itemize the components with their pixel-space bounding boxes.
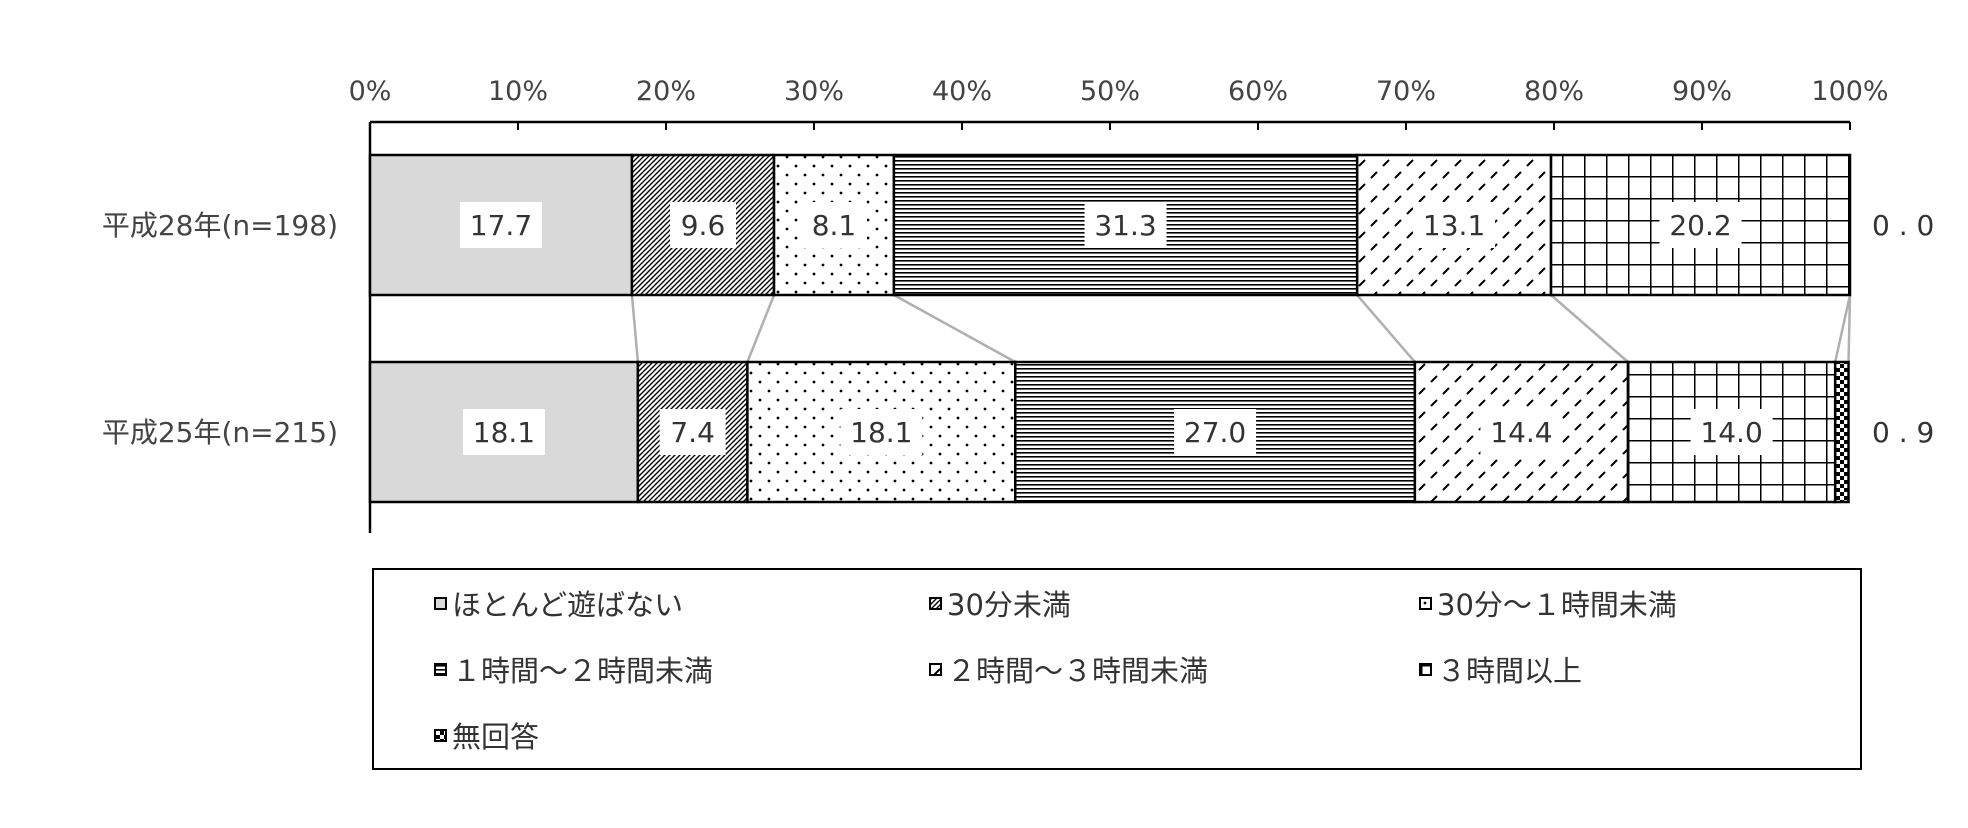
- category-label: 平成28年(n=198): [102, 209, 338, 242]
- data-label-bg: [800, 202, 867, 248]
- legend-label: ２時間～３時間未満: [947, 654, 1209, 688]
- x-tick-label: 10%: [488, 76, 548, 107]
- connector-line: [746, 294, 776, 363]
- data-label: 13.1: [1423, 209, 1485, 242]
- data-label-bg: [1480, 409, 1563, 455]
- legend-item: ３時間以上: [1419, 648, 1582, 690]
- connector-line: [1550, 294, 1629, 363]
- x-tick-label: 30%: [784, 76, 844, 107]
- bars: [368, 153, 1852, 504]
- data-label-bg: [1690, 409, 1773, 455]
- legend-swatch: [434, 728, 447, 742]
- x-tick-label: 40%: [932, 76, 992, 107]
- data-label-bg: [1659, 202, 1742, 248]
- connector-line: [1847, 294, 1852, 363]
- data-label-bg: [1084, 202, 1167, 248]
- x-tick-label: 70%: [1376, 76, 1436, 107]
- data-label: 27.0: [1184, 416, 1246, 449]
- legend-label: ほとんど遊ばない: [452, 588, 684, 622]
- x-tick-label: 90%: [1672, 76, 1732, 107]
- data-label-bg: [459, 202, 542, 248]
- data-label: 18.1: [473, 416, 535, 449]
- legend-item: ほとんど遊ばない: [434, 582, 683, 624]
- data-label: 14.4: [1490, 416, 1552, 449]
- data-label-bg: [659, 409, 726, 455]
- legend-item: １時間～２時間未満: [434, 648, 713, 690]
- connector-line: [893, 293, 1016, 364]
- data-label-bg: [1174, 409, 1257, 455]
- connector-lines: [630, 293, 1852, 364]
- x-tick-label: 60%: [1228, 76, 1288, 107]
- legend-label: ３時間以上: [1437, 654, 1583, 688]
- legend: ほとんど遊ばない 30分未満 30分～１時間未満 １時間～２時間未満 ２時間～３時間未満…: [372, 568, 1862, 770]
- x-tick-label: 80%: [1524, 76, 1584, 107]
- data-labels: 17.7 9.6 8.1 31.3 13.1 20.2 0 . 0 18.1 7.4 18.1 27…: [459, 202, 1934, 455]
- x-axis: 0% 10% 20% 30% 40% 50% 60% 70% 80% 90% 100% 平成28年(n…: [102, 76, 1889, 533]
- data-label-bg: [462, 409, 545, 455]
- legend-item: 無回答: [434, 714, 539, 756]
- x-tick-label: 20%: [636, 76, 696, 107]
- legend-swatch: [929, 662, 942, 676]
- data-label: 7.4: [670, 416, 715, 449]
- legend-swatch: [1419, 596, 1432, 610]
- connector-line: [1356, 294, 1416, 363]
- data-label-bg: [670, 202, 736, 248]
- legend-label: １時間～２時間未満: [452, 654, 714, 688]
- legend-label: 30分～１時間未満: [1437, 588, 1677, 622]
- data-label: 20.2: [1669, 209, 1731, 242]
- legend-item: 30分未満: [929, 582, 1071, 624]
- connector-line: [1833, 294, 1852, 363]
- x-tick-label: 100%: [1811, 76, 1888, 107]
- legend-label: 無回答: [452, 720, 540, 754]
- legend-label: 30分未満: [947, 588, 1071, 622]
- connector-line: [630, 294, 640, 363]
- x-tick-label: 50%: [1080, 76, 1140, 107]
- bar-segment: [1833, 360, 1850, 504]
- legend-item: ２時間～３時間未満: [929, 648, 1208, 690]
- data-label: 17.7: [470, 209, 532, 242]
- data-label-bg: [840, 409, 923, 455]
- category-label: 平成25年(n=215): [102, 416, 338, 449]
- legend-swatch: [929, 596, 942, 610]
- data-label: 14.0: [1700, 416, 1762, 449]
- data-label-outside: 0 . 0: [1872, 209, 1934, 242]
- data-label-bg: [1413, 202, 1496, 248]
- data-label: 9.6: [681, 209, 726, 242]
- legend-item: 30分～１時間未満: [1419, 582, 1677, 624]
- legend-swatch: [434, 662, 447, 676]
- legend-swatch: [434, 596, 447, 610]
- x-tick-label: 0%: [349, 76, 392, 107]
- data-label-outside: 0 . 9: [1872, 416, 1934, 449]
- legend-swatch: [1419, 662, 1432, 676]
- data-label: 31.3: [1094, 209, 1156, 242]
- data-label: 8.1: [812, 209, 857, 242]
- data-label: 18.1: [850, 416, 912, 449]
